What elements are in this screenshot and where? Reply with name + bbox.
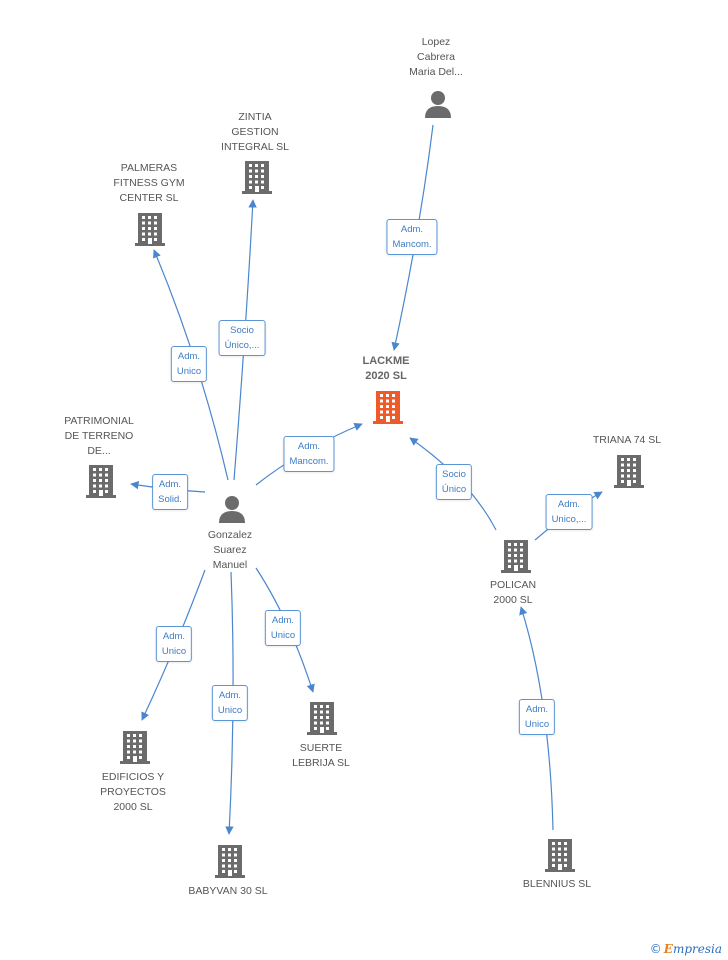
node-label-edificios[interactable]: EDIFICIOS Y PROYECTOS 2000 SL — [100, 771, 166, 813]
edge-label-gonzalez-edificios[interactable]: Adm. Unico — [155, 626, 193, 662]
building-icon-triana[interactable] — [613, 453, 645, 494]
node-label-triana[interactable]: TRIANA 74 SL — [592, 434, 662, 446]
edge-label-blennius-polican[interactable]: Adm. Unico — [518, 699, 556, 735]
building-icon-edificios[interactable] — [119, 729, 151, 770]
edge-label-gonzalez-zintia[interactable]: Socio Único,... — [218, 320, 266, 356]
edge-label-gonzalez-babyvan[interactable]: Adm. Unico — [211, 685, 249, 721]
node-label-suerte[interactable]: SUERTE LEBRIJA SL — [292, 742, 350, 769]
node-label-palmeras[interactable]: PALMERAS FITNESS GYM CENTER SL — [113, 162, 185, 204]
brand-initial: E — [663, 942, 673, 956]
building-icon-zintia[interactable] — [241, 159, 273, 200]
node-label-blennius[interactable]: BLENNIUS SL — [522, 878, 592, 890]
edge-label-gonzalez-lackme[interactable]: Adm. Mancom. — [283, 436, 335, 472]
building-icon-lackme[interactable] — [372, 389, 404, 430]
building-icon-suerte[interactable] — [306, 700, 338, 741]
building-icon-palmeras[interactable] — [134, 211, 166, 252]
building-icon-patrimonial[interactable] — [85, 463, 117, 504]
node-label-gonzalez[interactable]: Gonzalez Suarez Manuel — [207, 529, 253, 571]
edge-label-gonzalez-suerte[interactable]: Adm. Unico — [264, 610, 302, 646]
edge-label-lopez-lackme[interactable]: Adm. Mancom. — [386, 219, 438, 255]
edge-label-gonzalez-patrimonial[interactable]: Adm. Solid. — [152, 474, 188, 510]
person-icon-gonzalez[interactable] — [217, 494, 247, 529]
building-icon-babyvan[interactable] — [214, 843, 246, 884]
node-label-patrimonial[interactable]: PATRIMONIAL DE TERRENO DE... — [64, 415, 134, 457]
person-icon-lopez[interactable] — [423, 89, 453, 124]
edge-label-gonzalez-palmeras[interactable]: Adm. Unico — [170, 346, 208, 382]
node-label-lackme[interactable]: LACKME 2020 SL — [362, 355, 410, 382]
edge-label-polican-lackme[interactable]: Socio Único — [435, 464, 473, 500]
node-label-babyvan[interactable]: BABYVAN 30 SL — [188, 885, 268, 897]
node-label-lopez[interactable]: Lopez Cabrera Maria Del... — [409, 36, 463, 78]
brand-name: mpresia — [672, 942, 722, 956]
edge-label-polican-triana[interactable]: Adm. Unico,... — [545, 494, 593, 530]
node-label-zintia[interactable]: ZINTIA GESTION INTEGRAL SL — [221, 111, 289, 153]
node-label-polican[interactable]: POLICAN 2000 SL — [489, 579, 537, 606]
empresia-logo[interactable]: ©Empresia — [650, 942, 722, 956]
building-icon-polican[interactable] — [500, 538, 532, 579]
copyright-symbol: © — [649, 942, 662, 956]
building-icon-blennius[interactable] — [544, 837, 576, 878]
